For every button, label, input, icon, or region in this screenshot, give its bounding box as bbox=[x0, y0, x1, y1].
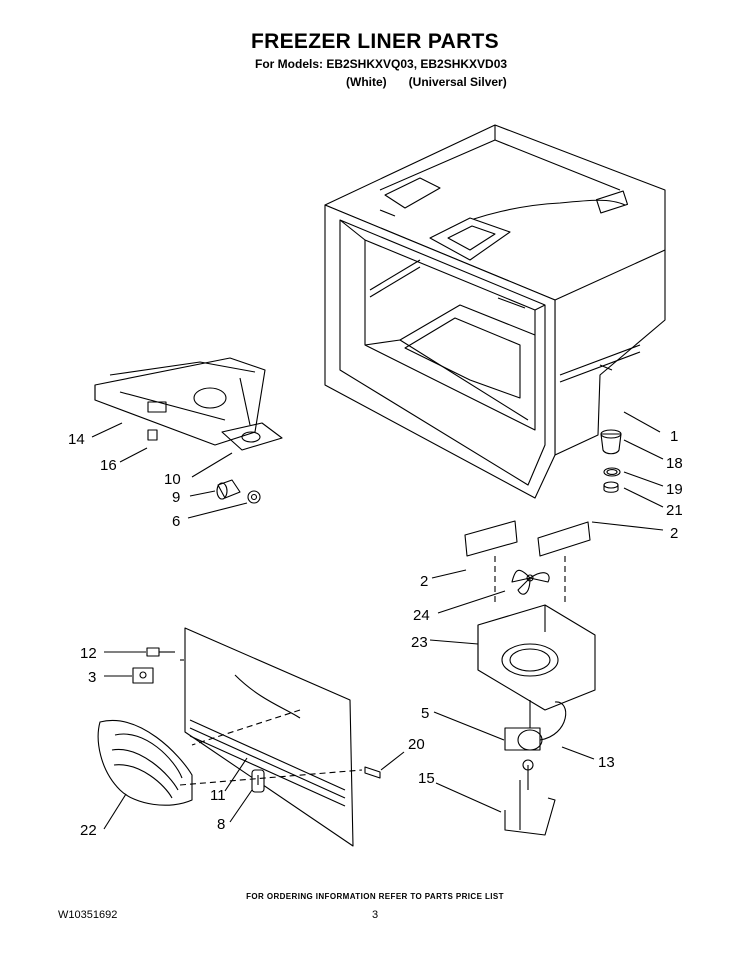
variant-white: (White) bbox=[346, 75, 387, 89]
thermistor bbox=[251, 769, 265, 793]
front-grille bbox=[97, 720, 193, 806]
callout-24: 24 bbox=[413, 607, 430, 624]
callout-19: 19 bbox=[666, 481, 683, 498]
callout-11: 11 bbox=[210, 787, 226, 804]
rear-panel bbox=[184, 627, 354, 847]
light-switch bbox=[132, 667, 154, 684]
callout-9: 9 bbox=[172, 489, 180, 506]
callout-13: 13 bbox=[598, 754, 615, 771]
models-line: For Models: EB2SHKXVQ03, EB2SHKXVD03 bbox=[255, 57, 508, 71]
callout-14: 14 bbox=[68, 431, 85, 448]
callout-2-right: 2 bbox=[670, 525, 678, 542]
insulation-pad-left bbox=[464, 520, 518, 557]
screw bbox=[146, 647, 175, 657]
fan-shroud bbox=[477, 604, 596, 711]
duct-cover bbox=[94, 357, 266, 446]
drain-ring bbox=[603, 467, 621, 477]
callout-21: 21 bbox=[666, 502, 683, 519]
callout-8: 8 bbox=[217, 816, 225, 833]
freezer-liner bbox=[324, 124, 666, 499]
callout-1: 1 bbox=[670, 428, 678, 445]
callout-10: 10 bbox=[164, 471, 181, 488]
callout-5: 5 bbox=[421, 705, 429, 722]
spacer-bar bbox=[364, 766, 381, 779]
callout-23: 23 bbox=[411, 634, 428, 651]
callout-2-left: 2 bbox=[420, 573, 428, 590]
lamp bbox=[247, 490, 261, 504]
callout-18: 18 bbox=[666, 455, 683, 472]
insulation-pad-right bbox=[537, 521, 591, 557]
callout-3: 3 bbox=[88, 669, 96, 686]
callout-20: 20 bbox=[408, 736, 425, 753]
page-number: 3 bbox=[372, 909, 379, 921]
callout-15: 15 bbox=[418, 770, 435, 787]
ordering-note: FOR ORDERING INFORMATION REFER TO PARTS … bbox=[246, 892, 504, 901]
fan-blade bbox=[511, 569, 550, 595]
variant-silver: (Universal Silver) bbox=[408, 75, 507, 89]
page-title: FREEZER LINER PARTS bbox=[251, 30, 499, 53]
wire-harness bbox=[539, 701, 567, 741]
lamp-socket bbox=[216, 479, 241, 500]
clip bbox=[147, 429, 158, 441]
color-variants: (White) (Universal Silver) bbox=[346, 75, 529, 89]
callout-16: 16 bbox=[100, 457, 117, 474]
callout-12: 12 bbox=[80, 645, 97, 662]
motor-bracket bbox=[504, 759, 556, 836]
fan-motor bbox=[504, 700, 543, 751]
drain-trap bbox=[600, 429, 622, 455]
document-number: W10351692 bbox=[58, 909, 118, 921]
callout-22: 22 bbox=[80, 822, 97, 839]
gasket bbox=[221, 422, 283, 451]
callout-6: 6 bbox=[172, 513, 180, 530]
drain-seal bbox=[603, 481, 619, 493]
